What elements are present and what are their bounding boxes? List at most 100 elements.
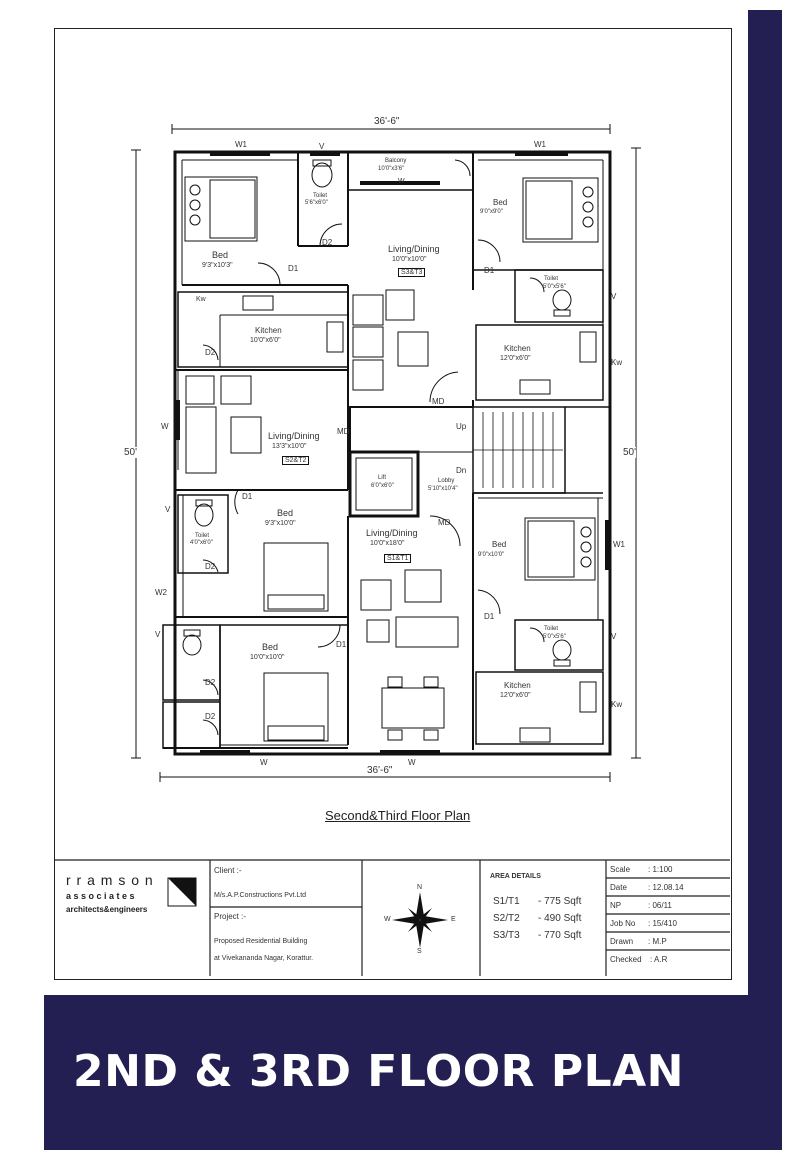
area-value: - 770 Sqft <box>538 930 582 941</box>
room-size: 9'3"x10'0" <box>265 520 296 527</box>
project-line-1: Proposed Residential Building <box>214 938 308 945</box>
door-label: D2 <box>205 348 216 357</box>
door-label: MD <box>337 427 350 436</box>
vent-label: V <box>165 505 171 514</box>
stair-up-label: Up <box>456 422 467 431</box>
area-unit: S2/T2 <box>493 913 520 924</box>
room-name: Bed <box>493 198 508 207</box>
area-unit: S3/T3 <box>493 930 520 941</box>
room-size: 5'6"x6'0" <box>305 200 328 206</box>
firm-subtitle: a s s o c i a t e s <box>66 891 135 901</box>
door-label: D1 <box>484 612 495 621</box>
project-label: Project :- <box>214 912 247 921</box>
room-size: 10'0"x18'0" <box>370 540 405 547</box>
area-heading: AREA DETAILS <box>490 873 541 880</box>
meta-label: Scale <box>610 865 631 874</box>
unit-tag: S1&T1 <box>384 554 412 563</box>
banner-title: 2ND & 3RD FLOOR PLAN <box>73 1046 685 1097</box>
window-label: W <box>161 422 169 431</box>
room-size: 5'10"x10'4" <box>428 486 458 492</box>
room-size: 5'0"x5'6" <box>543 634 566 640</box>
firm-logo-mark <box>167 877 197 907</box>
door-label: D1 <box>288 264 299 273</box>
meta-label: NP <box>610 901 622 910</box>
meta-label: Checked <box>610 955 642 964</box>
door-label: MD <box>438 518 451 527</box>
room-size: 13'3"x10'0" <box>272 443 307 450</box>
window-label: W <box>408 758 416 767</box>
room-name: Lift <box>378 475 387 481</box>
door-label: D1 <box>242 492 253 501</box>
room-size: 10'0"x10'0" <box>250 654 285 661</box>
room-name: Kitchen <box>504 344 531 353</box>
compass-east: E <box>451 916 456 923</box>
room-size: 5'0"x5'6" <box>543 284 566 290</box>
kitchen-window-label: Kw <box>611 358 623 367</box>
client-name: M/s.A.P.Constructions Pvt.Ltd <box>214 892 307 899</box>
window-label: W1 <box>534 140 546 149</box>
dim-bottom: 36'-6" <box>367 765 393 776</box>
stair-treads <box>473 412 563 488</box>
vent-label: V <box>611 632 617 641</box>
room-name: Living/Dining <box>268 431 320 441</box>
room-name: Lobby <box>438 478 455 484</box>
compass-rose <box>392 892 448 948</box>
room-name: Bed <box>262 642 279 652</box>
meta-value: : M.P <box>648 937 667 946</box>
compass-south: S <box>417 948 422 955</box>
unit-tag: S2&T2 <box>282 456 310 465</box>
vent-label: V <box>155 630 161 639</box>
client-label: Client :- <box>214 866 242 875</box>
door-label: D1 <box>336 640 347 649</box>
room-size: 9'3"x10'3" <box>202 262 233 269</box>
firm-name: r r a m s o n <box>66 872 154 888</box>
room-name: Kitchen <box>504 681 531 690</box>
door-swings <box>202 159 545 736</box>
window-label: W <box>398 178 405 185</box>
dim-left: 50' <box>124 447 138 458</box>
area-value: - 775 Sqft <box>538 896 582 907</box>
project-line-2: at Vivekananda Nagar, Korattur. <box>214 955 314 962</box>
door-label: MD <box>432 397 445 406</box>
furniture <box>182 159 599 743</box>
room-size: 9'0"x10'0" <box>478 552 505 558</box>
room-name: Living/Dining <box>366 528 418 538</box>
stair-down-label: Dn <box>456 466 467 475</box>
title-banner <box>44 995 782 1150</box>
room-size: 6'0"x6'0" <box>371 483 394 489</box>
kitchen-window-label: Kw <box>196 296 206 303</box>
unit-tag: S3&T3 <box>398 268 426 277</box>
vent-label: V <box>611 292 617 301</box>
room-name: Toilet <box>544 276 559 282</box>
floor-plan-drawing <box>54 124 730 976</box>
room-name: Living/Dining <box>388 244 440 254</box>
window-label: W1 <box>235 140 247 149</box>
dim-right: 50' <box>623 447 637 458</box>
walls <box>162 150 612 756</box>
compass-west: W <box>384 916 391 923</box>
meta-label: Date <box>610 883 627 892</box>
room-size: 10'0"x3'6" <box>378 166 405 172</box>
firm-tagline: architects&engineers <box>66 905 148 914</box>
room-size: 12'0"x6'0" <box>500 355 531 362</box>
dim-top: 36'-6" <box>374 116 400 127</box>
room-name: Toilet <box>313 193 328 199</box>
meta-value: : 12.08.14 <box>648 883 684 892</box>
title-block-lines <box>54 859 730 976</box>
kitchen-window-label: Kw <box>611 700 623 709</box>
window-label: W2 <box>155 588 167 597</box>
meta-label: Job No <box>610 919 636 928</box>
compass-north: N <box>417 884 423 891</box>
meta-value: : A.R <box>650 955 668 964</box>
room-size: 9'0"x9'0" <box>480 209 503 215</box>
room-size: 10'0"x10'0" <box>392 256 427 263</box>
room-size: 10'0"x6'0" <box>250 337 281 344</box>
area-value: - 490 Sqft <box>538 913 582 924</box>
decorative-strip <box>748 10 782 1010</box>
windows <box>176 152 609 754</box>
door-label: D1 <box>484 266 495 275</box>
meta-value: : 06/11 <box>648 901 672 910</box>
door-label: D2 <box>205 678 216 687</box>
drawing-sheet <box>54 28 732 980</box>
drawing-caption: Second&Third Floor Plan <box>325 808 471 823</box>
